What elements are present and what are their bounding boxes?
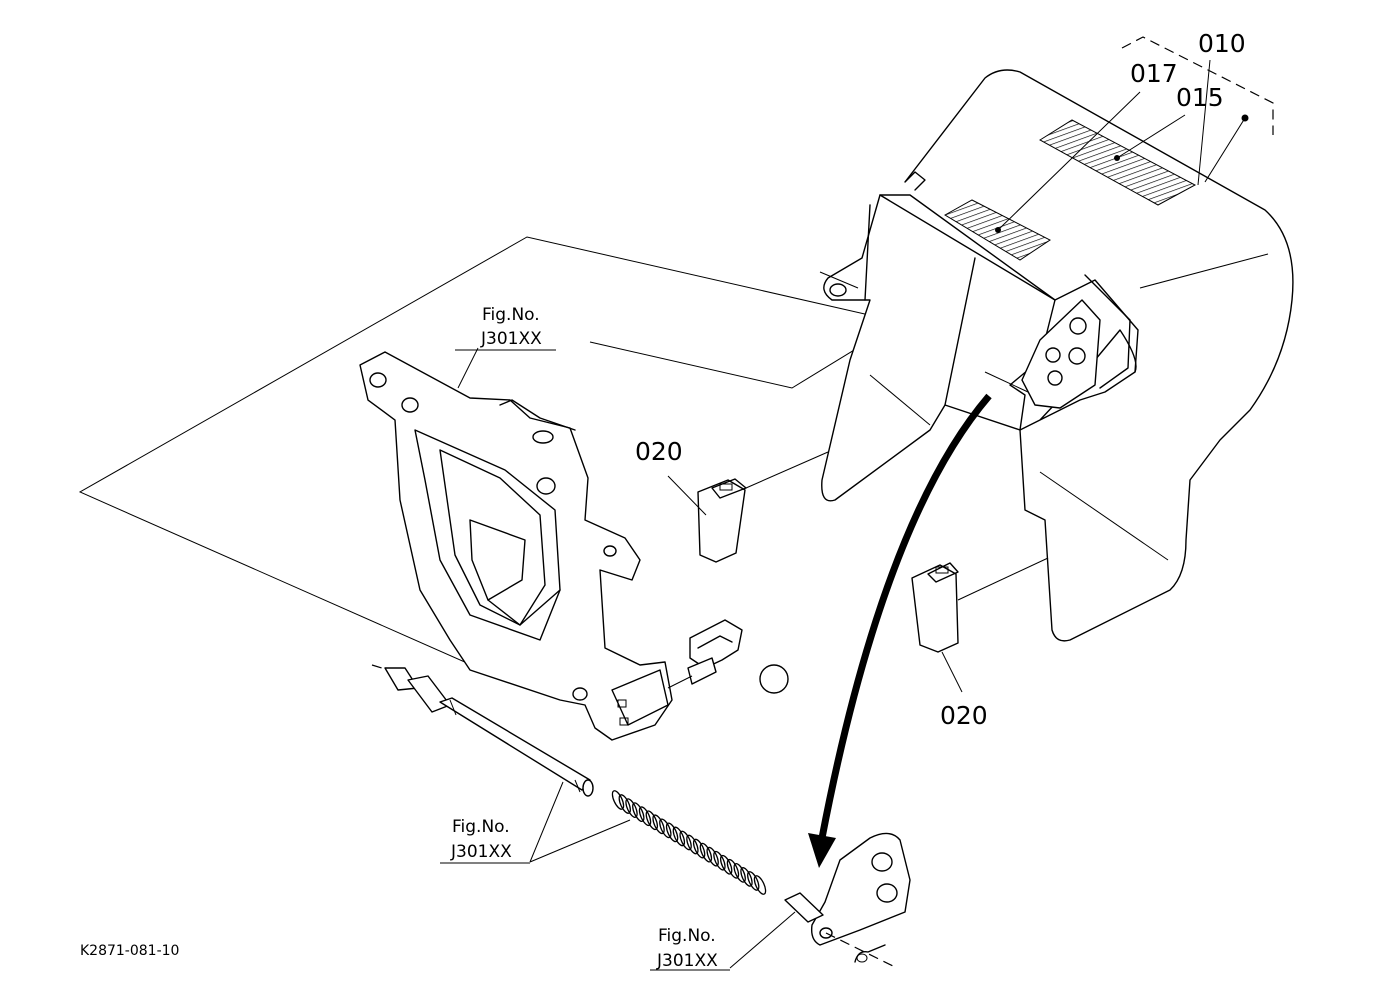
label-decal-large [1039,119,1197,206]
spring-coil [659,818,672,839]
figure-ref-rod-line1: Fig.No. [452,817,510,837]
figure-ref-rod-line2: J301XX [450,842,512,862]
callout-015: 015 [1176,83,1224,112]
spring-coil [733,862,746,883]
callout-020-upper: 020 [635,437,683,466]
spring-coil [726,858,740,879]
cover-panel [819,36,1294,642]
figure-ref-lever: Fig.No. J301XX [650,926,730,971]
spring-coil [672,826,686,847]
spring-coil [645,810,659,831]
compression-spring [611,790,767,895]
rubber-clip-upper [667,451,829,563]
spring-coil [632,802,645,823]
lever-plate [784,832,911,969]
spring-coil [625,798,638,818]
figure-ref-lever-line2: J301XX [656,951,718,971]
spring-coil [618,794,631,814]
figure-ref-lever-line1: Fig.No. [658,926,716,946]
figure-ref-bracket-line1: Fig.No. [482,305,540,325]
leader-lines [529,781,796,969]
assembly-direction-arrow [808,393,992,868]
spring-coil [638,806,652,827]
figure-ref-bracket-line2: J301XX [480,329,542,349]
shaft-rod [371,664,594,797]
spring-coil [665,822,679,843]
spring-coil [713,850,726,871]
spring-coil [740,867,753,887]
drawing-code: K2871-081-10 [80,943,179,959]
leader-015 [1116,114,1186,159]
spring-coil [679,830,692,851]
spring-coil [719,854,733,875]
callout-017: 017 [1130,59,1178,88]
spring-coil [692,838,706,859]
spring-coil [652,814,665,835]
callout-010: 010 [1198,29,1246,58]
mounting-bracket [359,347,673,741]
ball [759,664,789,694]
leader-017 [997,91,1141,231]
spring-coil [611,790,625,810]
retainer-clip [667,619,743,689]
spring-coil [747,871,760,891]
spring-coil [686,834,699,855]
spring-coil [706,846,719,867]
spring-coil [699,842,713,863]
figure-ref-bracket: Fig.No. J301XX [455,305,556,351]
figure-ref-rod: Fig.No. J301XX [440,817,530,864]
callout-020-lower: 020 [940,701,988,730]
spring-coil [753,875,767,895]
rubber-clip-lower [911,557,1049,693]
